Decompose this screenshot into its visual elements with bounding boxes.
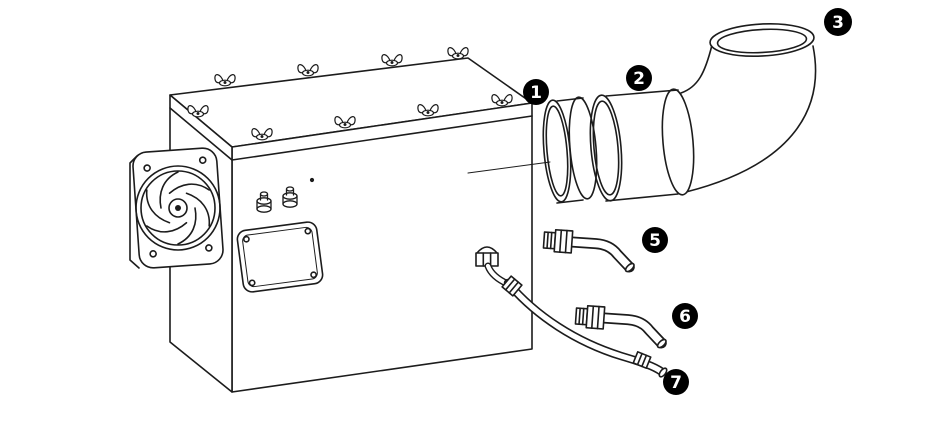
drain-hose <box>501 275 668 378</box>
panel-hole <box>309 177 315 183</box>
duct-centerline <box>467 161 551 174</box>
duct-collar <box>542 96 598 204</box>
duct-extension <box>589 88 695 202</box>
svg-text:1: 1 <box>530 83 542 103</box>
callout-badge-2: 2 <box>626 65 652 91</box>
fan <box>129 147 224 269</box>
callout-badge-7: 7 <box>663 369 689 395</box>
callout-badge-5: 5 <box>642 227 668 253</box>
svg-text:3: 3 <box>832 13 844 33</box>
line-art <box>129 22 817 393</box>
callout-badges: 1 2 3 5 6 7 <box>523 8 852 395</box>
heater-box <box>169 57 533 393</box>
svg-text:2: 2 <box>633 69 645 89</box>
callout-badge-6: 6 <box>672 303 698 329</box>
svg-text:7: 7 <box>670 373 682 393</box>
svg-text:5: 5 <box>649 231 661 251</box>
callout-badge-1: 1 <box>523 79 549 105</box>
duct-elbow <box>680 22 817 193</box>
junction-box <box>236 221 324 293</box>
callout-badge-3: 3 <box>824 8 852 36</box>
svg-text:6: 6 <box>679 307 691 327</box>
